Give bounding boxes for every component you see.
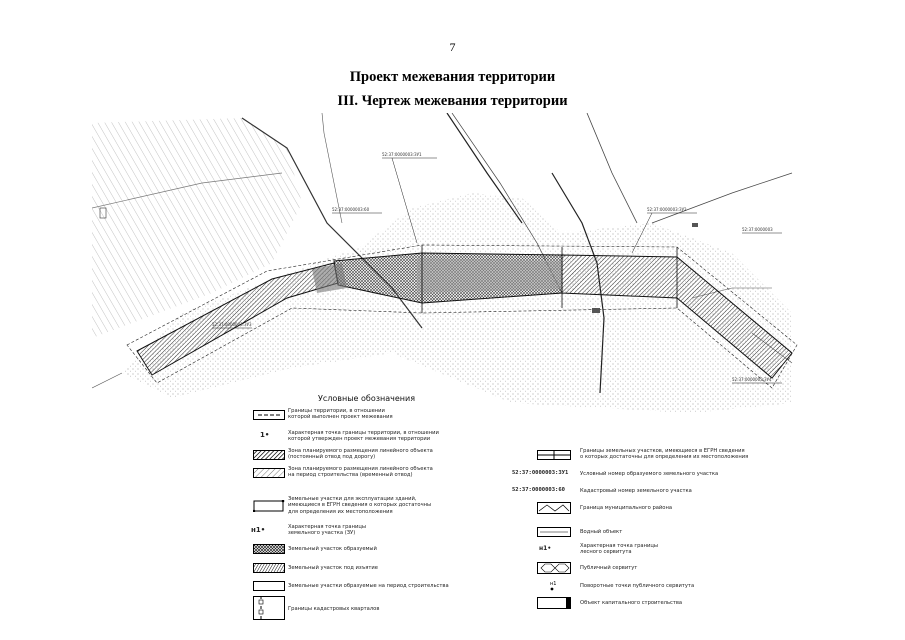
construction-zone-symbol	[253, 468, 285, 478]
hatched-area	[92, 118, 302, 338]
legend-label: Кадастровый номер земельного участка	[580, 488, 692, 494]
legend-item-boundary-territory: Границы территории, в отношении которой …	[248, 408, 508, 424]
cadastral-number-code: 52:37:0000003:60	[512, 487, 565, 493]
legend-item-planned-construction-zone: Зона планируемого размещения линейного о…	[248, 466, 508, 482]
page-number: 7	[449, 40, 456, 54]
legend-item-land-plots-withdrawal: Земельные участки для эксплуатации здани…	[248, 496, 508, 518]
legend-item-municipal-boundary: Граница муниципального района	[537, 502, 797, 516]
legend-label: Характерная точка границы лесного сервит…	[580, 543, 658, 556]
legend-label: Публичный сервитут	[580, 565, 638, 571]
capital-construction-symbol	[537, 597, 571, 609]
legend-label: Объект капитального строительства	[580, 600, 683, 606]
legend-item-cadastral-number: 52:37:0000003:60 Кадастровый номер земел…	[512, 487, 802, 497]
svg-text:52:37:0000003:60: 52:37:0000003:60	[332, 207, 370, 212]
legend-label: Характерная точка границы земельного уча…	[288, 524, 366, 537]
legend-item-water-object: Водный объект	[537, 527, 797, 539]
legend-label: Границы территории, в отношении которой …	[288, 408, 393, 421]
svg-text:52:37:0000003:ЗУ4: 52:37:0000003:ЗУ4	[732, 377, 772, 382]
egrn-boundary-symbol	[537, 450, 571, 460]
legend-label: Земельный участок под изъятие	[288, 565, 378, 571]
water-object-symbol	[537, 527, 571, 537]
plot-outline-symbol	[253, 500, 285, 512]
legend-item-capital-construction: Объект капитального строительства	[537, 597, 797, 611]
svg-text:н1: н1	[550, 581, 556, 587]
legend-label: Зона планируемого размещения линейного о…	[288, 448, 433, 461]
point-mark: 1•	[260, 431, 270, 439]
legend-item-characteristic-point-plot: н1• Характерная точка границы земельного…	[248, 524, 508, 540]
legend-item-servitude-points: н1 Поворотные точки публичного сервитута	[537, 580, 797, 594]
land-survey-drawing: 52:37:0000003:ЗУ1 52:37:0000003:60 52:37…	[92, 113, 798, 413]
legend-label: Условный номер образуемого земельного уч…	[580, 471, 719, 477]
withdrawal-plot-symbol	[253, 563, 285, 573]
legend-label: Водный объект	[580, 529, 623, 535]
legend-title: Условные обозначения	[318, 394, 416, 403]
legend-item-cadastral-quarters: Границы кадастровых кварталов	[248, 596, 508, 622]
point-mark: н1•	[251, 526, 266, 534]
legend-label: Зона планируемого размещения линейного о…	[288, 466, 433, 479]
legend-label: Земельные участки для эксплуатации здани…	[288, 496, 432, 515]
legend-label: Земельные участки образуемые на период с…	[288, 583, 449, 589]
conditional-number-code: 52:37:0000003:ЗУ1	[512, 470, 569, 476]
svg-text:52:37:0000003:ЗУ2: 52:37:0000003:ЗУ2	[647, 207, 687, 212]
legend-label: Границы кадастровых кварталов	[288, 606, 380, 612]
svg-text:52:37:0000003:ЗУ3: 52:37:0000003:ЗУ3	[212, 322, 252, 327]
servitude-symbol	[537, 562, 571, 574]
servitude-point-symbol: н1	[550, 581, 556, 591]
document-title: Проект межевания территории	[349, 69, 556, 85]
hatched-zone-symbol	[253, 450, 285, 460]
formed-plot-symbol	[253, 544, 285, 554]
svg-text:52:37:0000003: 52:37:0000003	[742, 227, 773, 232]
legend-item-conditional-number: 52:37:0000003:ЗУ1 Условный номер образуе…	[512, 470, 802, 480]
legend-item-plot-withdrawal: Земельный участок под изъятие	[248, 563, 508, 575]
legend-label: Характерная точка границы территории, в …	[288, 430, 439, 443]
cadastral-quarter-symbol	[253, 596, 285, 620]
legend-label: Границы земельных участков, имеющиеся в …	[580, 448, 749, 461]
legend-item-characteristic-point-nonbuilt: н1• Характерная точка границы лесного се…	[537, 543, 797, 559]
drawing-title: III. Чертеж межевания территории	[337, 93, 568, 109]
construction-plot-symbol	[253, 581, 285, 591]
municipal-boundary-symbol	[537, 502, 571, 514]
legend-item-plot-formed-construction: Земельные участки образуемые на период с…	[248, 581, 508, 593]
point-mark: н1•	[539, 545, 552, 552]
legend-label: Поворотные точки публичного сервитута	[580, 583, 695, 589]
legend-item-public-servitude: Публичный сервитут	[537, 562, 797, 576]
legend-label: Земельный участок образуемый	[288, 546, 377, 552]
legend-item-characteristic-points-zone: 1• Характерная точка границы территории,…	[248, 430, 508, 446]
svg-text:52:37:0000003:ЗУ1: 52:37:0000003:ЗУ1	[382, 152, 422, 157]
legend-item-plot-formed: Земельный участок образуемый	[248, 544, 508, 556]
legend-item-plots-egrn: Границы земельных участков, имеющиеся в …	[537, 448, 797, 464]
boundary-territory-symbol	[253, 410, 285, 420]
legend-label: Граница муниципального района	[580, 505, 673, 511]
legend-item-planned-placement-zone: Зона планируемого размещения линейного о…	[248, 448, 508, 464]
